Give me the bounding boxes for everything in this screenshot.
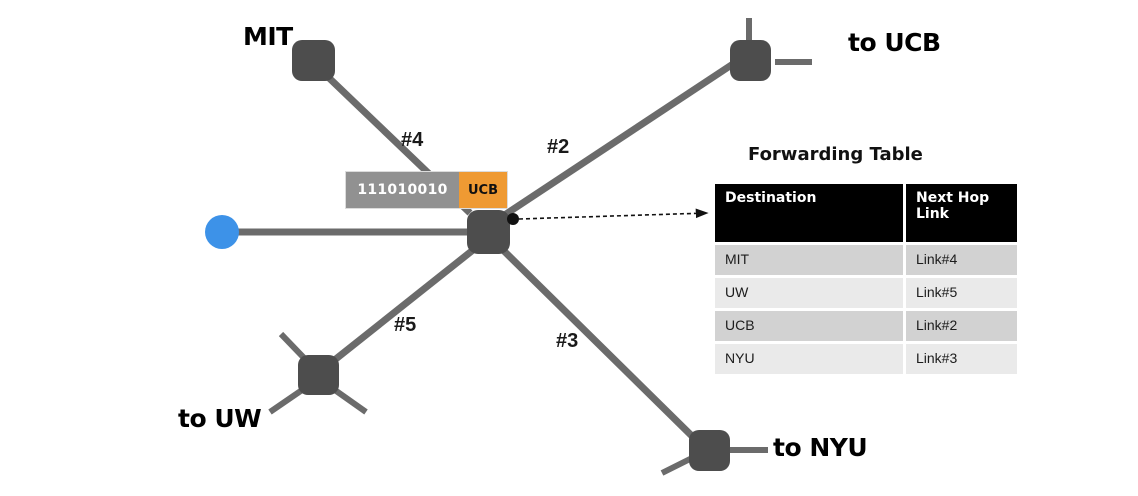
uw-stub-downright	[330, 385, 368, 415]
uw-stub-downleft	[268, 385, 307, 415]
cell-destination: MIT	[715, 245, 906, 278]
table-row[interactable]: NYU Link#3	[715, 344, 1020, 377]
forwarding-table-head: Destination Next Hop Link	[715, 184, 1020, 245]
node-stubs	[268, 18, 812, 476]
cell-destination: NYU	[715, 344, 906, 377]
callout-origin-dot	[507, 213, 519, 225]
node-label-ucb: to UCB	[848, 28, 941, 57]
column-header-destination: Destination	[715, 184, 906, 245]
table-header-row: Destination Next Hop Link	[715, 184, 1020, 245]
link-label-3: #3	[556, 330, 579, 352]
cell-destination: UW	[715, 278, 906, 311]
forwarding-table-title: Forwarding Table	[748, 144, 923, 165]
link-line-3	[500, 247, 699, 443]
column-header-next-hop-line1: Next Hop	[916, 190, 990, 206]
column-header-next-hop-link: Next Hop Link	[906, 184, 1020, 245]
packet-header-destination: UCB	[459, 172, 507, 208]
node-nyu[interactable]	[689, 430, 730, 471]
host-endpoint-dot[interactable]	[205, 215, 239, 249]
table-row[interactable]: UW Link#5	[715, 278, 1020, 311]
node-mit[interactable]	[292, 40, 335, 81]
network-nodes[interactable]	[292, 40, 771, 471]
link-line-2	[501, 55, 744, 219]
packet-box: 111010010 UCB	[345, 171, 508, 209]
packet-payload: 111010010	[346, 172, 459, 208]
callout-arrow	[518, 208, 709, 220]
link-label-5: #5	[394, 314, 417, 336]
nyu-stub-downleft	[660, 454, 696, 476]
cell-next-hop: Link#2	[906, 311, 1020, 344]
table-row[interactable]: UCB Link#2	[715, 311, 1020, 344]
forwarding-table: Destination Next Hop Link MIT Link#4 UW …	[715, 184, 1020, 377]
node-router[interactable]	[467, 210, 510, 254]
link-label-2: #2	[547, 136, 570, 158]
uw-stub-upleft	[278, 331, 309, 363]
column-header-next-hop-line2: Link	[916, 206, 949, 222]
node-label-uw: to UW	[178, 404, 262, 433]
node-label-mit: MIT	[243, 22, 293, 51]
cell-next-hop: Link#5	[906, 278, 1020, 311]
cell-next-hop: Link#3	[906, 344, 1020, 377]
table-row[interactable]: MIT Link#4	[715, 245, 1020, 278]
node-ucb[interactable]	[730, 40, 771, 81]
node-label-nyu: to NYU	[773, 433, 868, 462]
table-callout	[507, 208, 709, 225]
cell-destination: UCB	[715, 311, 906, 344]
cell-next-hop: Link#4	[906, 245, 1020, 278]
link-label-4: #4	[401, 129, 424, 151]
node-uw[interactable]	[298, 355, 339, 395]
forwarding-table-body: MIT Link#4 UW Link#5 UCB Link#2 NYU Link…	[715, 245, 1020, 377]
link-line-5	[329, 247, 476, 365]
